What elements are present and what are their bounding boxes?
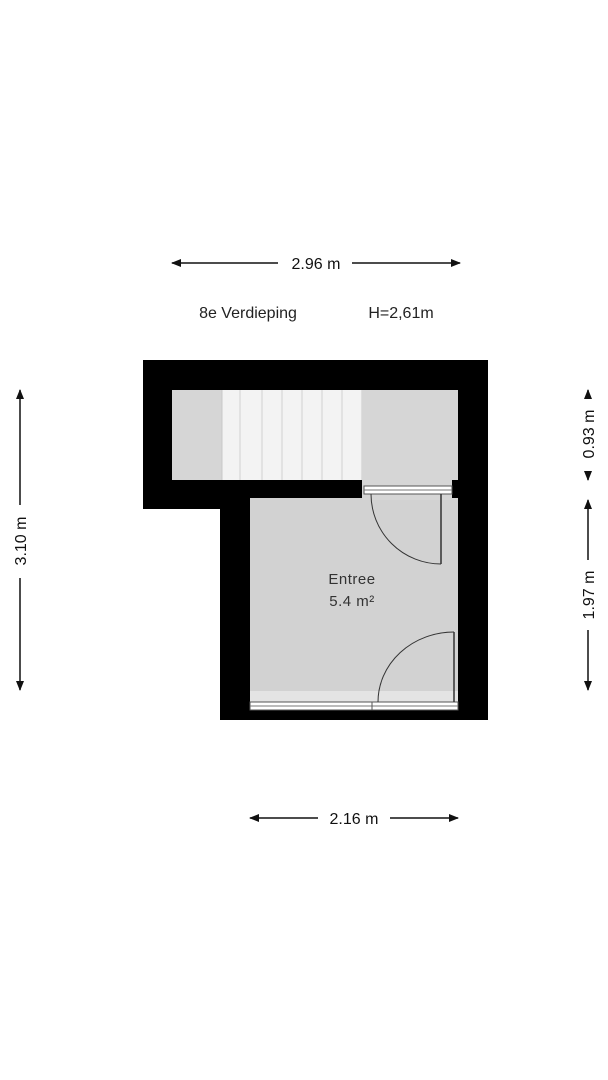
floor-name: 8e Verdieping — [199, 305, 297, 322]
dimension-top: 2.96 m — [171, 256, 461, 273]
dimension-bottom-label: 2.16 m — [330, 811, 379, 828]
dimension-right-upper: 0.93 m — [581, 389, 598, 481]
dimension-right-lower-label: 1.97 m — [581, 571, 598, 620]
entree-floor — [250, 498, 458, 691]
room-area: 5.4 m² — [329, 593, 375, 610]
door-bottom — [249, 631, 459, 711]
dimension-left: 3.10 m — [13, 389, 30, 691]
door-top — [363, 485, 453, 565]
floor-height: H=2,61m — [368, 305, 433, 322]
dimension-top-label: 2.96 m — [292, 256, 341, 273]
dimension-right-lower: 1.97 m — [581, 499, 598, 691]
room-name: Entree — [328, 571, 375, 588]
dimension-bottom: 2.16 m — [249, 811, 459, 828]
dimension-right-upper-label: 0.93 m — [581, 410, 598, 459]
landing-floor-left — [172, 390, 222, 480]
dimension-left-label: 3.10 m — [13, 517, 30, 566]
inner-wall-stub — [452, 480, 462, 498]
stairs — [221, 390, 363, 480]
inner-wall-middle — [220, 480, 362, 498]
landing-floor-right — [362, 390, 458, 482]
